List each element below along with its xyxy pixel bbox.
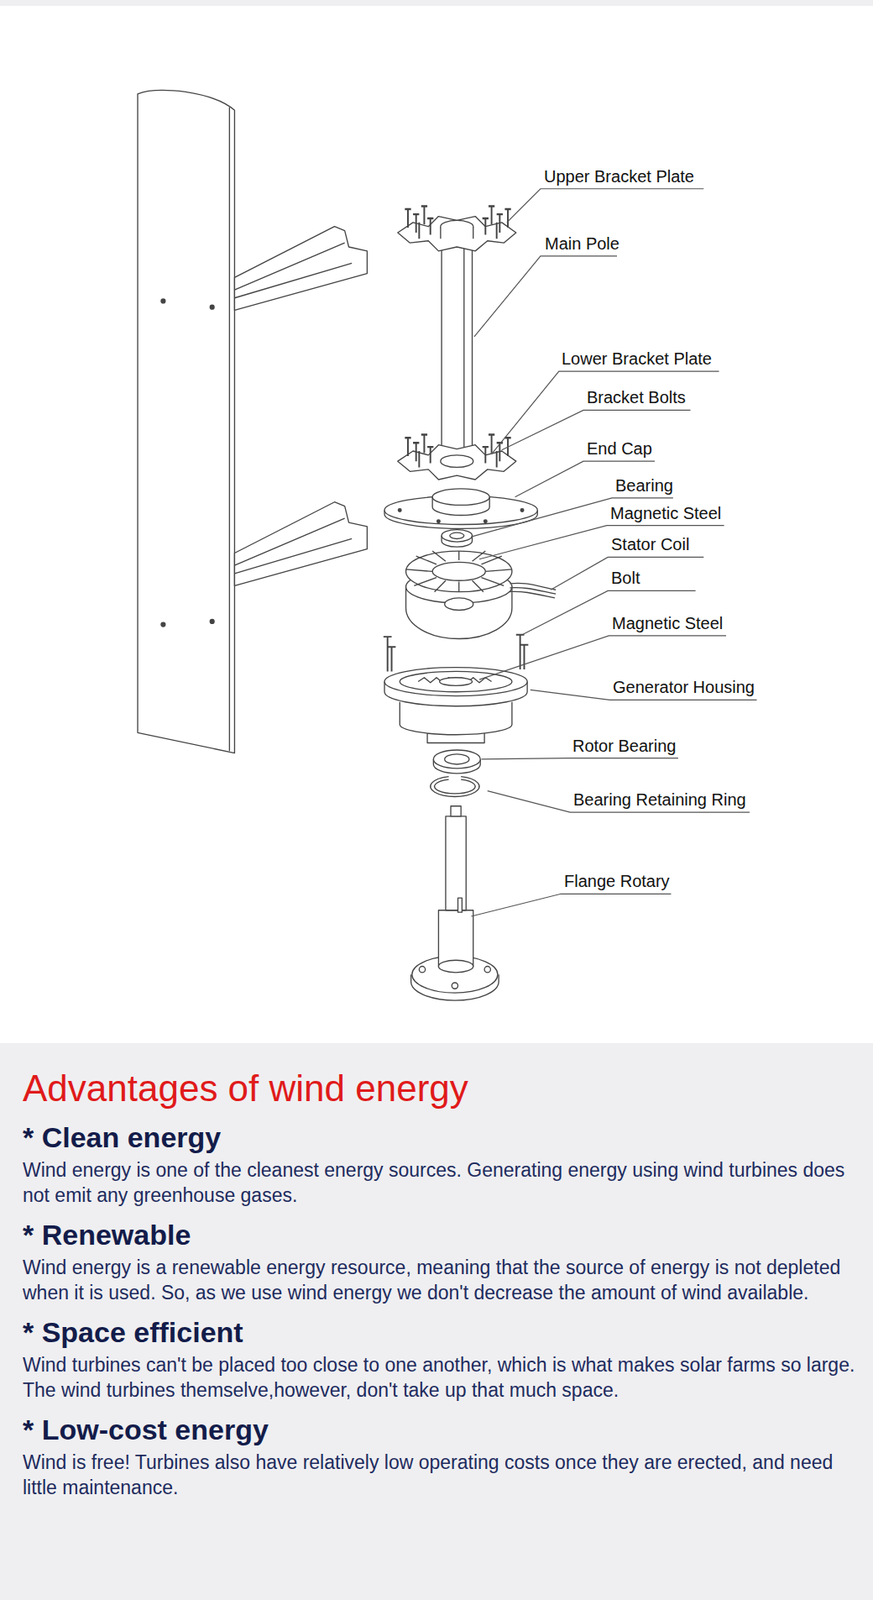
part-label: Lower Bracket Plate (561, 348, 712, 369)
leader-lines (470, 188, 757, 916)
part-label: Generator Housing (612, 676, 755, 697)
top-band (0, 0, 873, 6)
blade-hole (209, 618, 215, 623)
part-label: Rotor Bearing (572, 735, 676, 756)
part-label: End Cap (586, 438, 653, 459)
blade-arm (234, 226, 367, 311)
advantage-heading: * Space efficient (22, 1314, 858, 1349)
advantage-heading: * Renewable (22, 1217, 858, 1251)
advantage-text: Wind energy is a renewable energy resour… (22, 1254, 858, 1305)
main-pole (441, 240, 472, 467)
blade-edge (229, 107, 231, 752)
blade-arm (234, 501, 367, 586)
part-label: Flange Rotary (564, 870, 670, 891)
generator-housing (384, 667, 528, 743)
part-label: Bearing Retaining Ring (573, 789, 747, 810)
rotor-bearing (433, 749, 481, 774)
part-label: Magnetic Steel (610, 502, 722, 523)
blade-hole (161, 298, 166, 304)
section-title: Advantages of wind energy (22, 1066, 858, 1110)
advantages-panel: Advantages of wind energy* Clean energyW… (0, 1042, 873, 1600)
blade (137, 89, 235, 753)
flange-rotary (411, 805, 499, 1000)
upper-bracket-plate (397, 205, 517, 251)
part-label: Bearing (615, 475, 674, 496)
advantage-text: Wind energy is one of the cleanest energ… (22, 1156, 858, 1208)
advantage-heading: * Low-cost energy (22, 1411, 858, 1446)
lower-bracket-plate (397, 434, 517, 480)
advantage-text: Wind turbines can't be placed too close … (22, 1351, 858, 1402)
end-cap (384, 488, 538, 528)
advantage-heading: * Clean energy (22, 1119, 858, 1154)
part-label: Bolt (611, 567, 640, 588)
part-label: Bracket Bolts (586, 386, 686, 408)
bearing (441, 529, 472, 548)
housing-bolt (383, 634, 529, 672)
part-label: Magnetic Steel (611, 612, 723, 633)
blade-hole (161, 622, 166, 627)
advantage-text: Wind is free! Turbines also have relativ… (22, 1448, 858, 1500)
blade-hole (209, 304, 215, 309)
retaining-ring (430, 776, 480, 797)
part-label: Stator Coil (611, 533, 690, 555)
stator-coil (406, 550, 557, 638)
part-label: Upper Bracket Plate (543, 166, 695, 187)
part-label: Main Pole (544, 233, 620, 254)
